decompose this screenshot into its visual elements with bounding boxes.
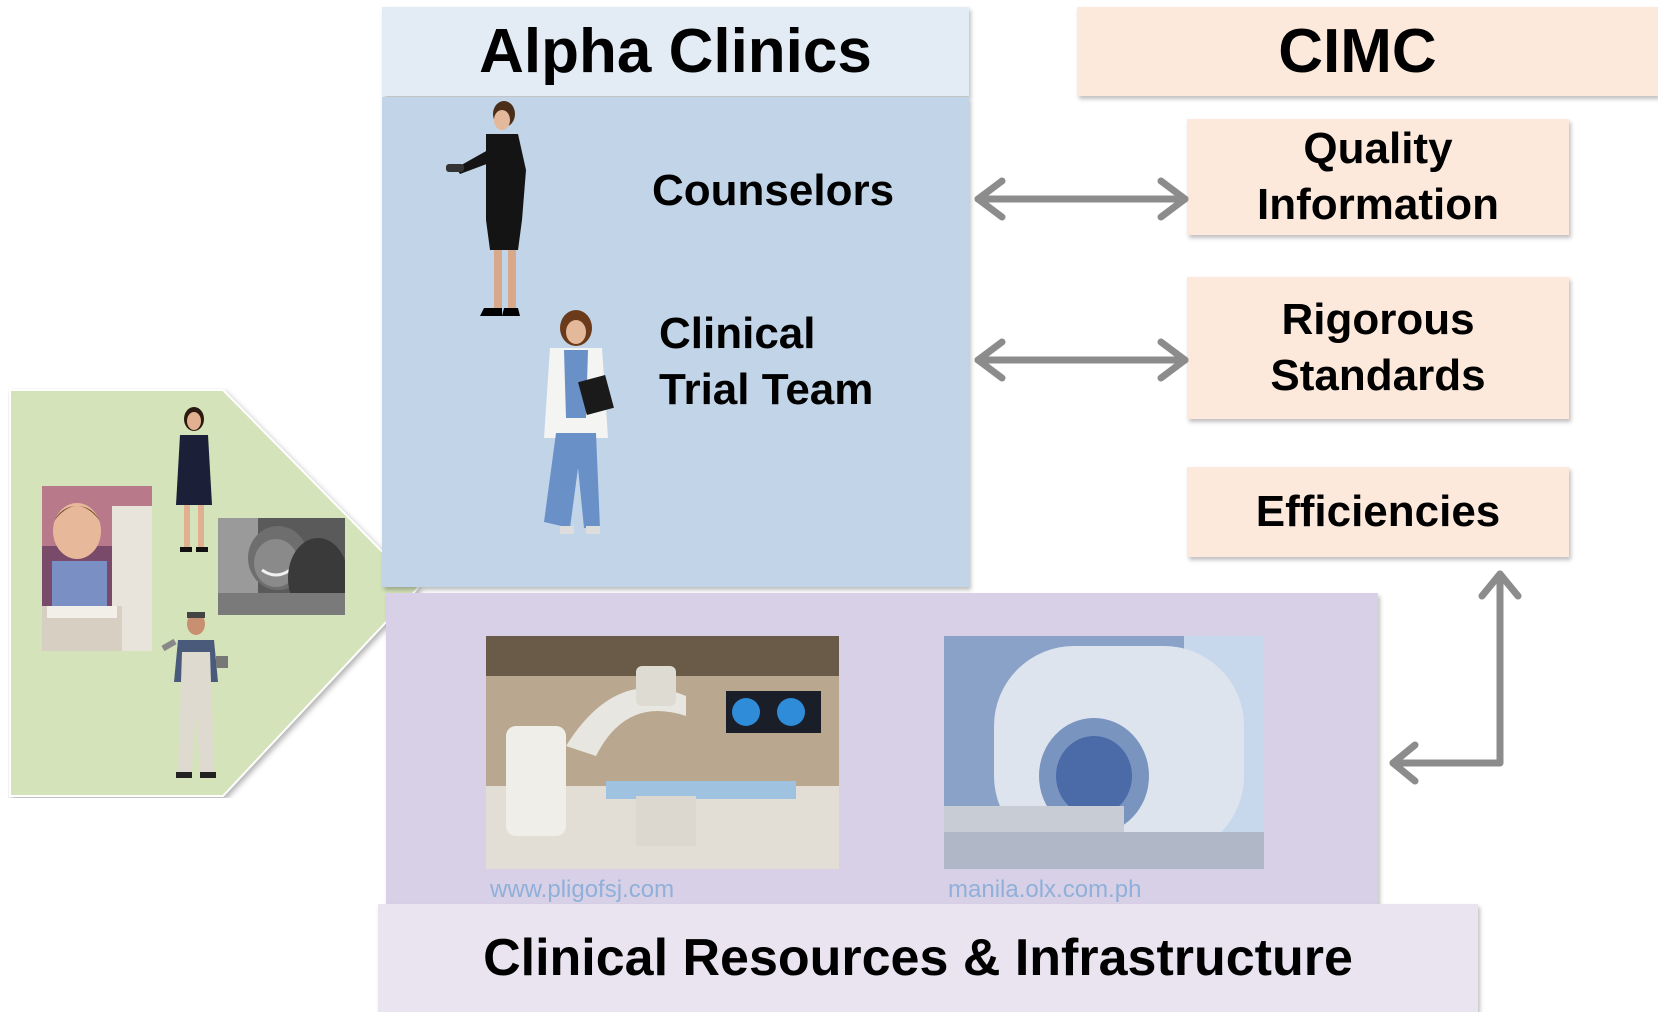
rigorous-line2: Standards bbox=[1270, 351, 1486, 400]
clinical-resources-footer: Clinical Resources & Infrastructure bbox=[378, 904, 1478, 1012]
counselor-figure bbox=[446, 101, 526, 316]
child-hug-photo bbox=[218, 518, 345, 615]
clinical-resources-title: Clinical Resources & Infrastructure bbox=[483, 929, 1353, 987]
child-computer-photo bbox=[42, 486, 152, 651]
cimc-header: CIMC bbox=[1077, 7, 1658, 96]
mri-scanner-photo bbox=[944, 636, 1264, 869]
cimc-title: CIMC bbox=[1278, 17, 1437, 86]
alpha-clinics-header: Alpha Clinics bbox=[382, 7, 969, 96]
photo-source-link-2[interactable]: manila.olx.com.ph bbox=[948, 876, 1142, 903]
woman-standing-figure bbox=[176, 407, 212, 552]
quality-line2: Information bbox=[1257, 180, 1499, 229]
counselors-label: Counselors bbox=[652, 166, 895, 215]
photo-source-link-1[interactable]: www.pligofsj.com bbox=[490, 876, 675, 903]
clinical-trial-team-line2: Trial Team bbox=[659, 365, 874, 414]
clinical-rigorous-arrow bbox=[974, 338, 1189, 382]
clinical-trial-team-label: Clinical Trial Team bbox=[659, 306, 873, 418]
efficiencies-label: Efficiencies bbox=[1255, 487, 1501, 536]
efficiencies-box: Efficiencies bbox=[1187, 467, 1569, 557]
cath-lab-photo bbox=[486, 636, 839, 869]
clinical-team-doctor-figure bbox=[544, 310, 614, 534]
rigorous-line1: Rigorous bbox=[1281, 295, 1475, 344]
rigorous-standards-box: Rigorous Standards bbox=[1187, 277, 1569, 419]
quality-line1: Quality bbox=[1303, 124, 1453, 173]
counselors-quality-arrow bbox=[974, 177, 1189, 221]
clinical-trial-team-line1: Clinical bbox=[659, 309, 816, 358]
alpha-clinics-panel bbox=[382, 97, 969, 587]
resources-efficiencies-arrow bbox=[1389, 570, 1522, 785]
quality-information-box: Quality Information bbox=[1187, 119, 1569, 235]
alpha-clinics-title: Alpha Clinics bbox=[479, 17, 872, 86]
worker-figure bbox=[161, 612, 228, 778]
